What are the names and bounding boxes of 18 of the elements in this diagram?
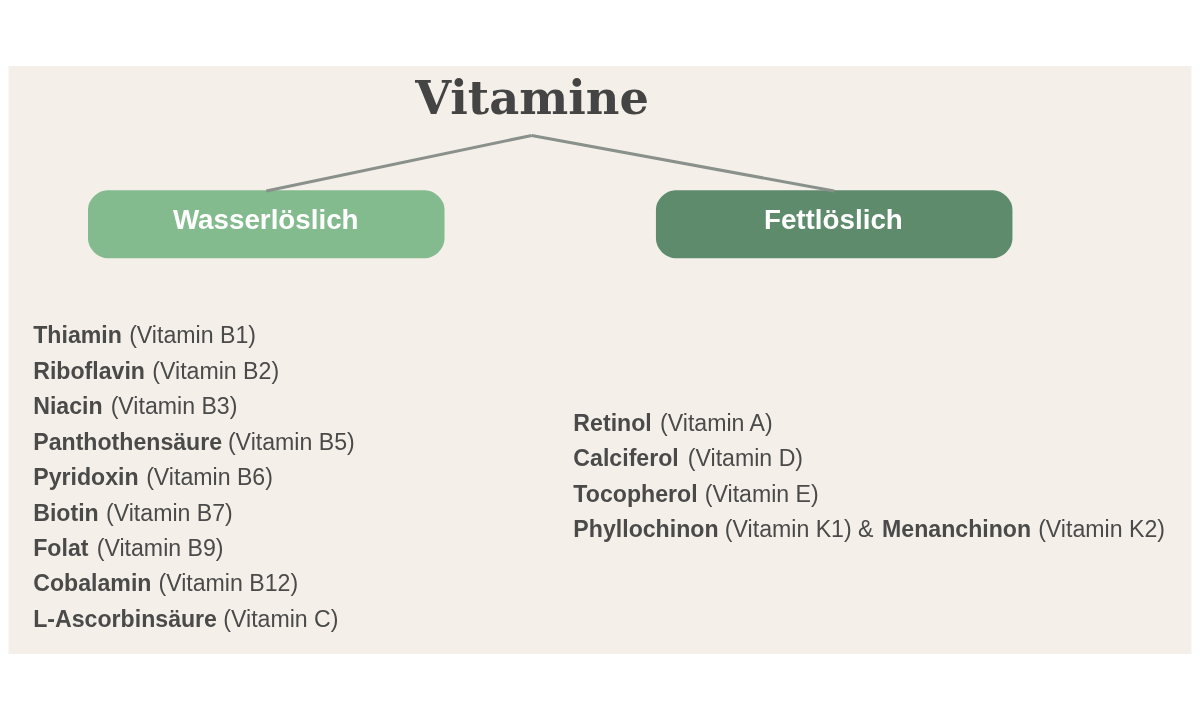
node-label: Tocopherol (Vitamin E) xyxy=(573,480,819,507)
connector xyxy=(265,133,533,193)
node-label: Phyllochinon (Vitamin K1) & Menanchinon (Vitamin K2) xyxy=(573,516,1165,543)
node-label: Biotin (Vitamin B7) xyxy=(33,499,233,526)
node-label: Cobalamin (Vitamin B12) xyxy=(33,570,299,597)
node-label: Riboflavin (Vitamin B2) xyxy=(33,357,280,384)
node-label: Thiamin (Vitamin B1) xyxy=(33,322,256,349)
node-label: Retinol (Vitamin A) xyxy=(573,409,773,436)
node-label: Panthothensäure (Vitamin B5) xyxy=(33,428,355,455)
connector xyxy=(531,133,835,193)
node-box: Fettlöslich xyxy=(655,190,1013,259)
node-label: Folat (Vitamin B9) xyxy=(33,535,224,561)
node-label: Niacin (Vitamin B3) xyxy=(33,393,238,420)
node-label: L-Ascorbinsäure (Vitamin C) xyxy=(33,605,339,632)
node-box: Wasserlöslich xyxy=(88,190,445,259)
node-text: Vitamine xyxy=(415,70,649,125)
node-label: Pyridoxin (Vitamin B6) xyxy=(33,464,273,491)
node-label: Calciferol (Vitamin D) xyxy=(573,445,804,472)
